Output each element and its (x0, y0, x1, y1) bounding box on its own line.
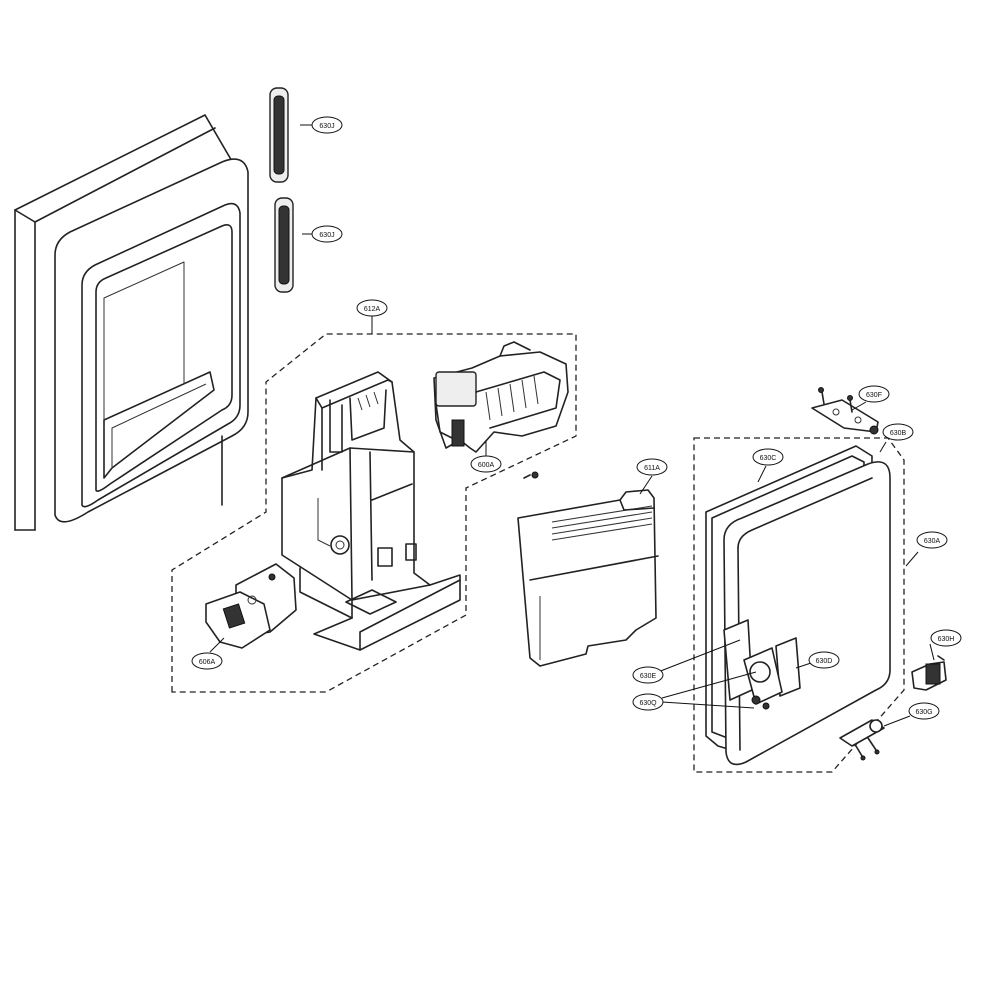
svg-text:606A: 606A (199, 659, 216, 666)
svg-text:630F: 630F (866, 392, 882, 399)
label-630a: 630A (916, 531, 948, 549)
door-frame (14, 114, 249, 531)
label-630b: 630B (882, 423, 914, 441)
svg-text:600A: 600A (478, 462, 495, 469)
part-630h (911, 655, 947, 691)
svg-text:630H: 630H (938, 636, 955, 643)
svg-text:630A: 630A (924, 538, 941, 545)
ice-maker (433, 341, 569, 453)
label-611a: 611A (636, 458, 668, 476)
handle-630j-lower (274, 197, 294, 293)
svg-text:630Q: 630Q (639, 700, 657, 707)
part-606a (205, 563, 297, 649)
leader-lines (209, 124, 935, 727)
svg-text:630G: 630G (915, 709, 932, 716)
label-630h: 630H (930, 629, 962, 647)
svg-text:630D: 630D (816, 658, 833, 665)
svg-text:630J: 630J (319, 123, 334, 130)
screw-small (523, 471, 539, 479)
assembly-612a-boundary (171, 333, 577, 693)
label-600a: 600A (470, 455, 502, 473)
label-630e: 630E (632, 666, 664, 684)
label-606a: 606A (191, 652, 223, 670)
svg-text:630J: 630J (319, 232, 334, 239)
sub-door (705, 445, 891, 766)
svg-text:630E: 630E (640, 673, 657, 680)
label-630d: 630D (808, 651, 840, 669)
handle-630j-upper (269, 87, 289, 183)
label-630j-lower: 630J (311, 225, 343, 243)
label-630j-upper: 630J (311, 116, 343, 134)
label-630q: 630Q (632, 693, 664, 711)
label-630f: 630F (858, 385, 890, 403)
label-630c: 630C (752, 448, 784, 466)
svg-text:612A: 612A (364, 306, 381, 313)
label-612a: 612A (356, 299, 388, 317)
bracket-630g (839, 719, 885, 761)
svg-text:630B: 630B (890, 430, 907, 437)
cover-611a (517, 489, 659, 667)
dispenser-housing (281, 371, 461, 651)
svg-text:630C: 630C (760, 455, 777, 462)
label-630g: 630G (908, 702, 940, 720)
hinge-630f (811, 387, 879, 435)
svg-text:611A: 611A (644, 465, 660, 472)
